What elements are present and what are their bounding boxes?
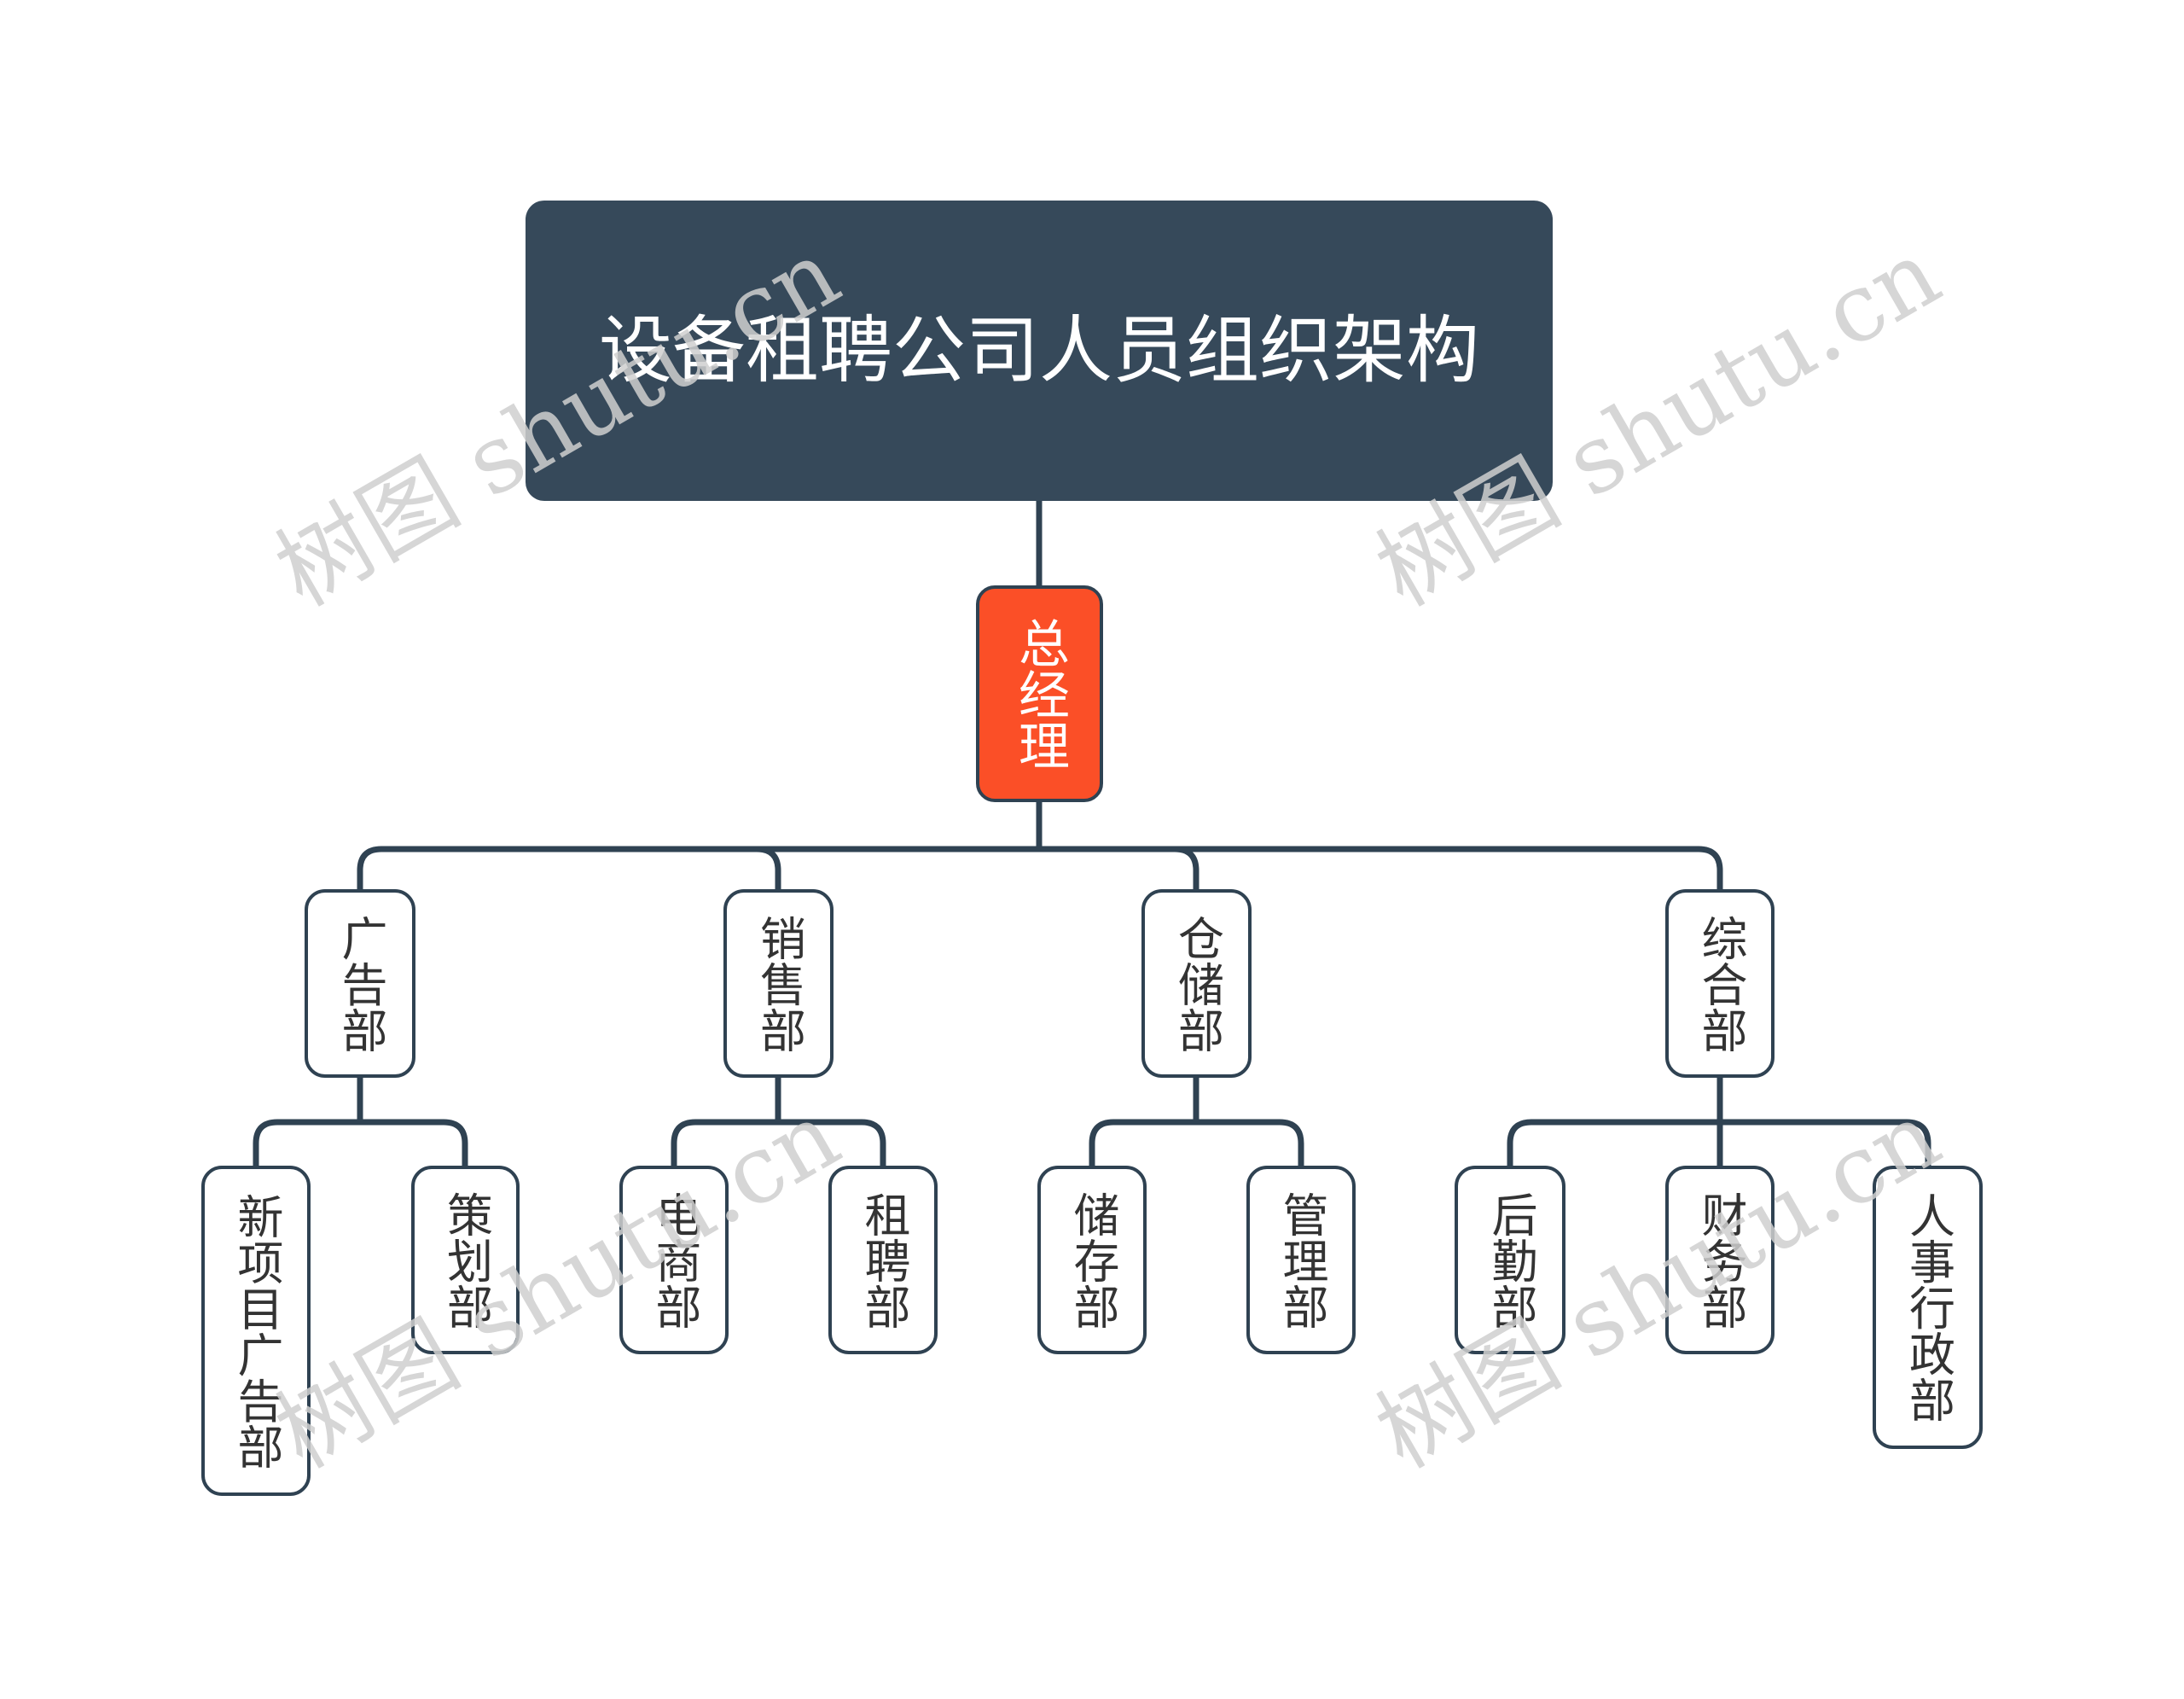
subdept-label: 策划部 <box>439 1190 493 1330</box>
connector-ad-bus <box>253 1119 468 1169</box>
connector-sales-bus <box>671 1119 886 1169</box>
dept-label: 销售部 <box>752 914 806 1053</box>
subdept-label: 电商部 <box>648 1190 701 1330</box>
subdept-planning[interactable]: 策划部 <box>411 1166 520 1354</box>
subdept-storage[interactable]: 储存部 <box>1037 1166 1147 1354</box>
subdept-finance[interactable]: 财务部 <box>1665 1166 1774 1354</box>
dept-label: 综合部 <box>1693 914 1747 1053</box>
dept-general-affairs[interactable]: 综合部 <box>1665 889 1774 1078</box>
subdept-label: 财务部 <box>1693 1190 1747 1330</box>
subdept-logistics[interactable]: 后勤部 <box>1455 1166 1565 1354</box>
connector-sales <box>753 846 781 893</box>
dept-sales[interactable]: 销售部 <box>723 889 834 1078</box>
subdept-label: 后勤部 <box>1484 1190 1537 1330</box>
subdept-management[interactable]: 管理部 <box>1246 1166 1356 1354</box>
general-manager-node[interactable]: 总经理 <box>976 585 1103 802</box>
subdept-new-project-ad[interactable]: 新项目广告部 <box>201 1166 311 1496</box>
connector-warehouse <box>1171 846 1199 893</box>
subdept-label: 管理部 <box>1275 1190 1328 1330</box>
connector-main-bus <box>357 846 1723 893</box>
connector-general-bus <box>1507 1119 1931 1169</box>
dept-label: 广告部 <box>334 914 387 1053</box>
root-node[interactable]: 设备租聘公司人员组织架构 <box>526 201 1553 501</box>
subdept-rental[interactable]: 租聘部 <box>828 1166 938 1354</box>
root-title: 设备租聘公司人员组织架构 <box>599 307 1479 393</box>
connector-warehouse-bus <box>1089 1119 1304 1169</box>
subdept-label: 人事行政部 <box>1901 1192 1955 1423</box>
subdept-label: 新项目广告部 <box>229 1192 283 1469</box>
dept-label: 仓储部 <box>1170 914 1224 1053</box>
subdept-label: 租聘部 <box>857 1190 910 1330</box>
general-manager-label: 总经理 <box>1009 617 1070 771</box>
dept-advertising[interactable]: 广告部 <box>305 889 415 1078</box>
subdept-ecommerce[interactable]: 电商部 <box>619 1166 729 1354</box>
dept-warehouse[interactable]: 仓储部 <box>1141 889 1252 1078</box>
subdept-label: 储存部 <box>1066 1190 1119 1330</box>
subdept-hr-admin[interactable]: 人事行政部 <box>1873 1166 1983 1449</box>
